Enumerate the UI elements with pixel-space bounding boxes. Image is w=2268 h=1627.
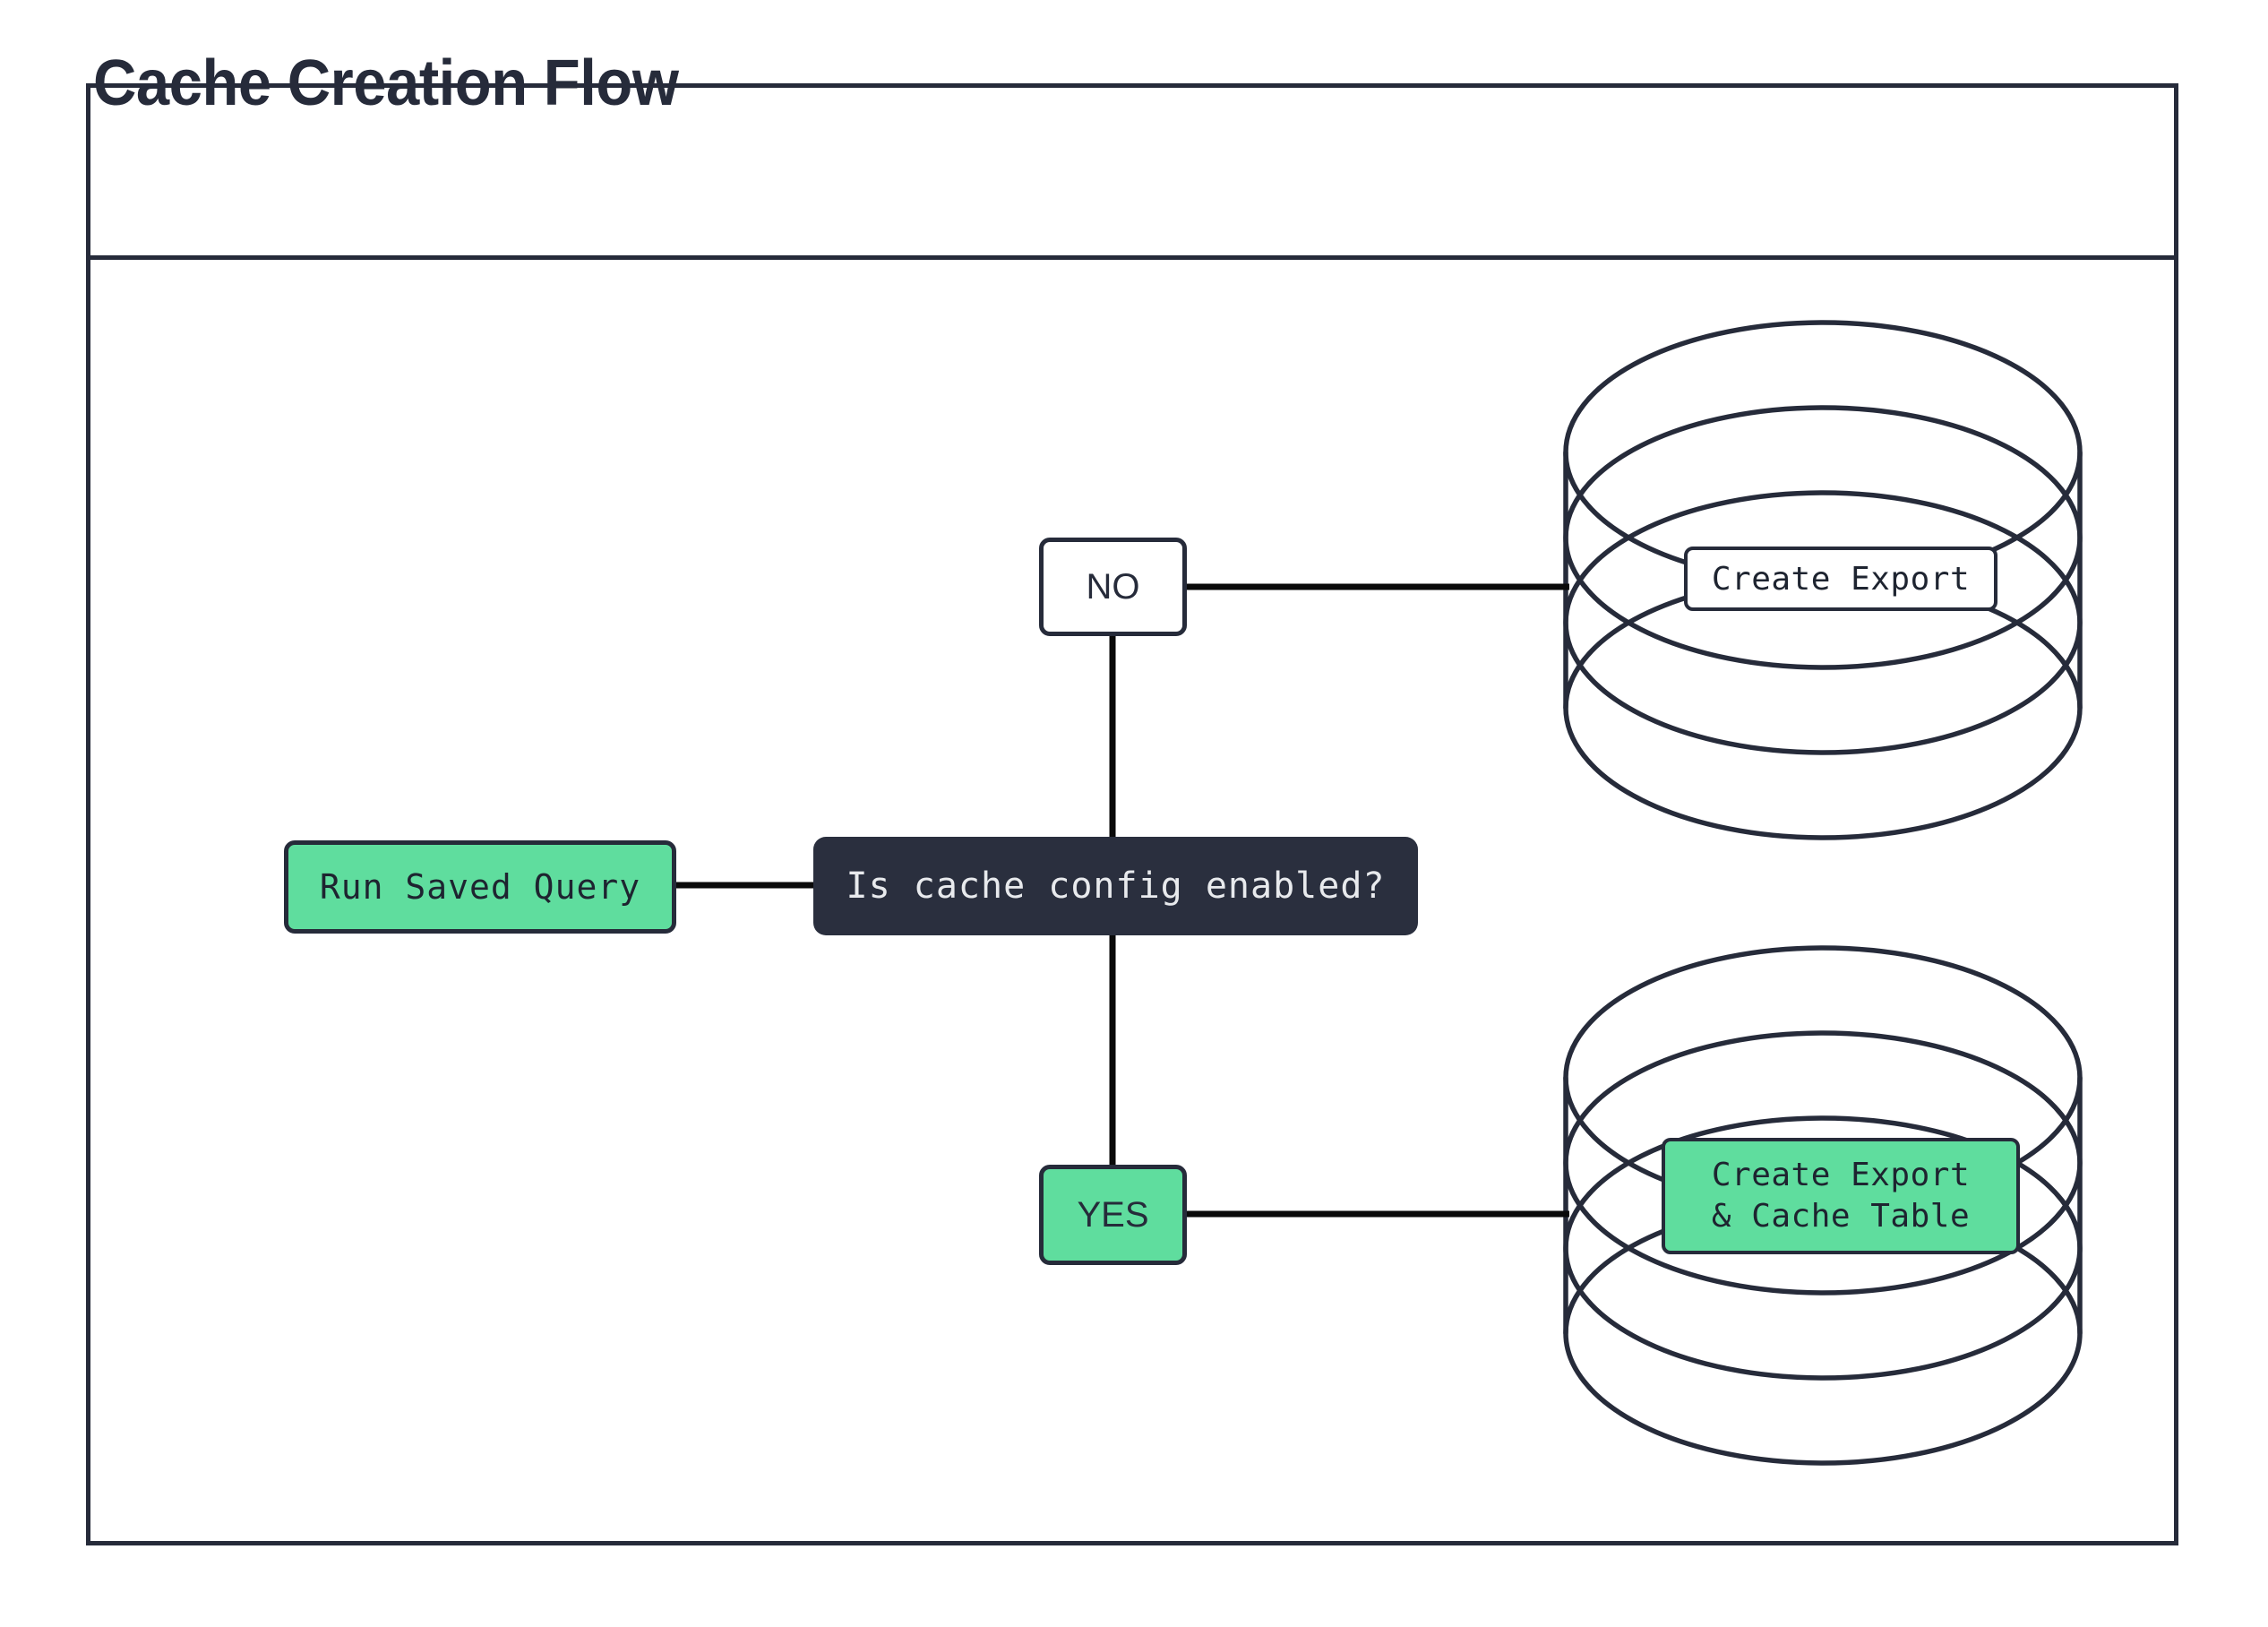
page-title: Cache Creation Flow xyxy=(93,47,679,119)
diagram-frame xyxy=(86,83,2178,1545)
node-is-cache-config-enabled[interactable]: Is cache config enabled? xyxy=(813,837,1418,935)
create-export-cache-line-1: Create Export xyxy=(1711,1156,1971,1193)
create-export-cache-line-2: & Cache Table xyxy=(1711,1198,1971,1235)
node-create-export-and-cache-table-label[interactable]: Create Export & Cache Table xyxy=(1662,1138,2020,1254)
node-run-saved-query[interactable]: Run Saved Query xyxy=(284,840,676,934)
diagram-title-bar xyxy=(86,83,2178,260)
node-create-export-label[interactable]: Create Export xyxy=(1684,547,1997,611)
edge-label-yes[interactable]: YES xyxy=(1039,1165,1187,1265)
edge-label-no[interactable]: NO xyxy=(1039,538,1187,636)
